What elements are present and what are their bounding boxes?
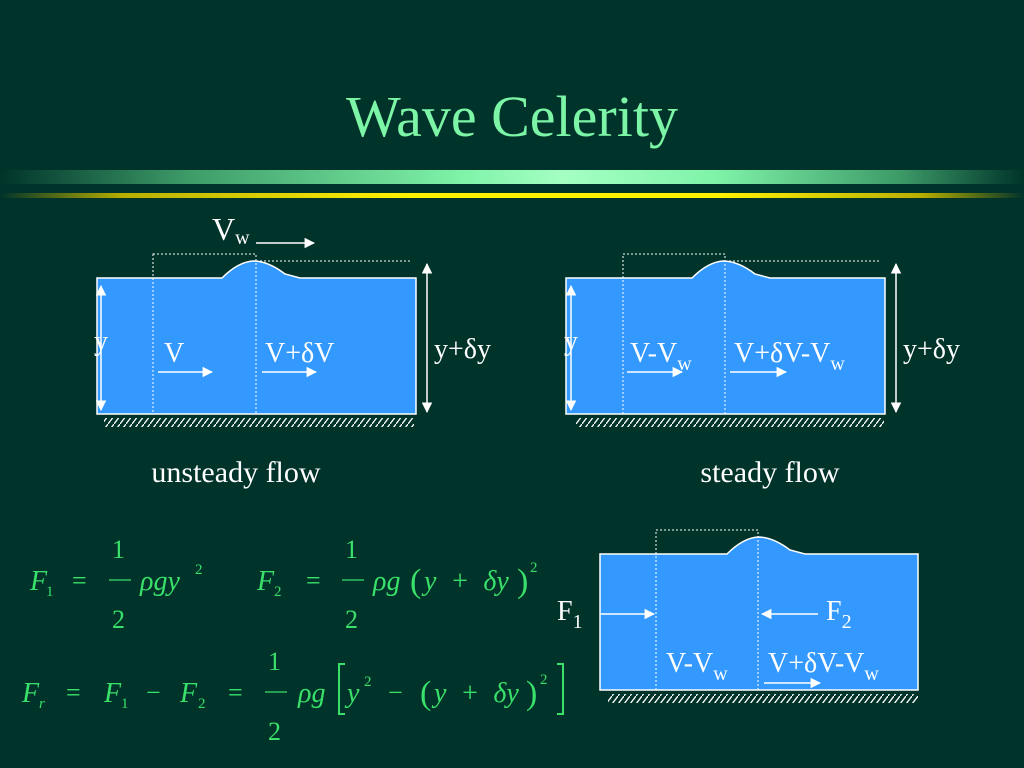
control-volume (152, 253, 257, 415)
upstream-velocity-label: V (164, 338, 184, 369)
equation-fr: F r = F 1 − F 2 = 1 2 ρg y 2 − ( y + δy … (21, 647, 564, 746)
force-balance-panel: F1 F2 V-Vw V+δV-Vw (557, 529, 919, 703)
force-right-label: F2 (826, 596, 852, 633)
svg-text:): ) (526, 675, 537, 712)
svg-text:ρg: ρg (372, 566, 400, 597)
depth-label: y (564, 326, 578, 357)
slide-title: Wave Celerity (346, 84, 678, 149)
title-divider-green (0, 170, 1024, 184)
svg-text:y: y (344, 678, 360, 709)
svg-text:−: − (146, 678, 161, 707)
title-divider-yellow (0, 193, 1024, 198)
upstream-velocity-label: V-Vw (666, 648, 728, 685)
svg-text:2: 2 (198, 696, 206, 712)
svg-text:−: − (388, 678, 403, 707)
downstream-depth-label: y+δy (434, 334, 491, 365)
downstream-depth-label: y+δy (903, 334, 960, 365)
steady-flow-caption: steady flow (700, 456, 839, 489)
svg-text:F: F (256, 566, 275, 597)
channel-bed (104, 418, 414, 427)
svg-text:1: 1 (268, 647, 281, 676)
svg-text:r: r (39, 696, 45, 712)
svg-text:F: F (179, 678, 198, 709)
svg-text:ρg: ρg (297, 678, 325, 709)
svg-text:=: = (72, 566, 87, 595)
svg-text:ρgy: ρgy (139, 566, 180, 597)
svg-text:2: 2 (540, 672, 548, 688)
svg-text:1: 1 (46, 584, 54, 600)
svg-text:(: ( (410, 563, 421, 600)
svg-text:2: 2 (195, 562, 203, 578)
depth-label: y (94, 326, 108, 357)
svg-text:(: ( (420, 675, 431, 712)
wave-speed-label: Vw (212, 211, 250, 249)
svg-text:y + δy: y + δy (431, 678, 519, 709)
downstream-velocity-label: V+δV-Vw (768, 648, 879, 685)
svg-text:2: 2 (268, 717, 281, 746)
downstream-velocity-label: V+δV-Vw (734, 338, 845, 375)
svg-text:1: 1 (112, 535, 125, 564)
svg-text:F: F (29, 566, 48, 597)
svg-text:2: 2 (345, 605, 358, 634)
svg-text:=: = (306, 566, 321, 595)
downstream-velocity-label: V+δV (265, 338, 334, 369)
svg-text:2: 2 (530, 560, 538, 576)
svg-text:F: F (103, 678, 122, 709)
svg-text:): ) (517, 563, 528, 600)
svg-text:y + δy: y + δy (421, 566, 509, 597)
control-volume (655, 529, 759, 691)
svg-text:=: = (228, 678, 243, 707)
steady-flow-panel: y y+δy V-Vw V+δV-Vw steady flow (564, 253, 960, 489)
svg-text:=: = (66, 678, 81, 707)
svg-text:2: 2 (112, 605, 125, 634)
control-volume (622, 253, 726, 415)
svg-text:F: F (21, 678, 40, 709)
svg-text:2: 2 (274, 584, 282, 600)
unsteady-flow-panel: y y+δy Vw V V+δV unsteady flow (94, 211, 491, 489)
force-left-label: F1 (557, 596, 583, 633)
equation-f2: F 2 = 1 2 ρg ( y + δy ) 2 (256, 535, 538, 634)
channel-bed (576, 418, 884, 427)
svg-text:2: 2 (364, 674, 372, 690)
water-body (599, 536, 919, 691)
channel-bed (608, 694, 918, 703)
unsteady-flow-caption: unsteady flow (151, 456, 320, 489)
svg-text:1: 1 (345, 535, 358, 564)
equation-f1: F 1 = 1 2 ρgy 2 (29, 535, 203, 634)
svg-text:1: 1 (121, 696, 129, 712)
